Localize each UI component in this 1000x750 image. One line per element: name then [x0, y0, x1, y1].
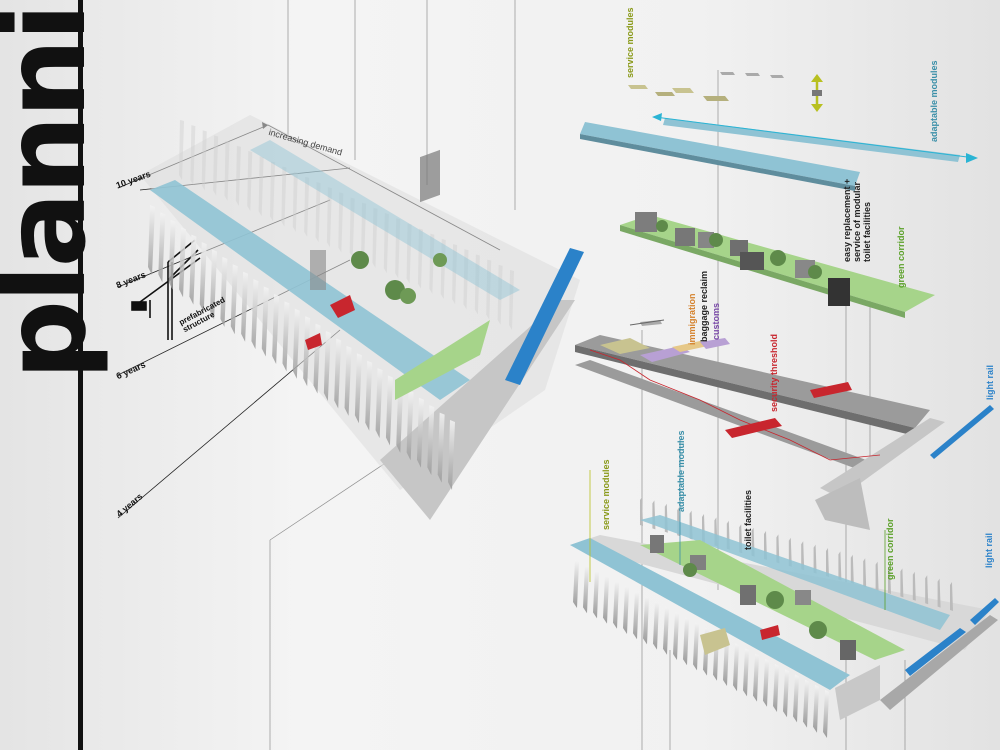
processing-slab — [575, 319, 994, 530]
terminal-main-model — [140, 115, 584, 520]
label-service-modules-bottom: service modules — [601, 459, 611, 530]
label-easy-replacement: easy replacement + service of modular to… — [842, 178, 872, 262]
title-text: planning — [0, 0, 111, 380]
label-immigration: immigration — [687, 293, 697, 345]
page-title: planning — [0, 0, 120, 390]
adaptable-modules-top — [580, 113, 978, 191]
label-customs: customs — [711, 302, 721, 340]
label-baggage-reclaim: baggage reclaim — [699, 270, 709, 342]
label-green-corridor-bottom: green corridor — [885, 518, 895, 580]
label-light-rail-top: light rail — [985, 364, 995, 400]
label-light-rail-bottom: light rail — [984, 532, 994, 568]
title-rule — [78, 0, 83, 750]
service-modules-top — [628, 72, 784, 101]
label-green-corridor-top: green corridor — [896, 226, 906, 288]
vertical-move-arrow-icon — [811, 74, 823, 112]
label-toilet-facilities: toilet facilities — [743, 489, 753, 550]
label-adaptable-modules-top: adaptable modules — [929, 60, 939, 142]
label-security-threshold: security threshold — [769, 333, 779, 412]
green-corridor-slab — [620, 212, 935, 318]
terminal-combined-model — [570, 440, 999, 738]
label-service-modules-top: service modules — [625, 7, 635, 78]
label-adaptable-modules-bottom: adaptable modules — [676, 430, 686, 512]
